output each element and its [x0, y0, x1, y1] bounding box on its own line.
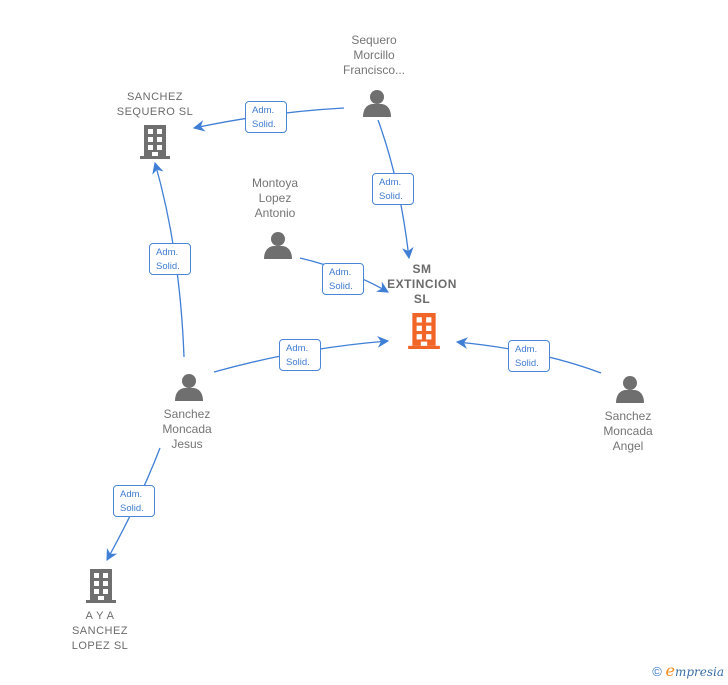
node-label-montoya-lopez[interactable]: Montoya Lopez Antonio — [251, 176, 299, 220]
edge-label: Adm. Solid. — [508, 340, 550, 372]
edge-label: Adm. Solid. — [372, 173, 414, 205]
edge-label-role: Adm. — [120, 489, 143, 500]
edge-label-role: Adm. — [329, 267, 352, 278]
node-label-sanchez-sequero[interactable]: SANCHEZ SEQUERO SL — [116, 91, 194, 118]
copyright-icon: © — [652, 664, 662, 679]
person-icon-sanchez-moncada-angel[interactable] — [616, 376, 644, 403]
edge-label: Adm. Solid. — [149, 243, 191, 275]
node-label-sanchez-moncada-jesus[interactable]: Sanchez Moncada Jesus — [162, 407, 212, 451]
edge-label-role-type: Solid. — [515, 358, 539, 369]
person-icon-sequero-morcillo[interactable] — [363, 90, 391, 117]
edge-label-role-type: Solid. — [120, 503, 144, 514]
footer-brand[interactable]: © empresia — [652, 661, 724, 680]
edge-label-role-type: Solid. — [286, 357, 310, 368]
building-icon-sanchez-sequero[interactable] — [140, 125, 170, 159]
edge-label-role-type: Solid. — [329, 281, 353, 292]
edge-label-role: Adm. — [286, 343, 309, 354]
node-label-sm-extincion[interactable]: SM EXTINCION SL — [387, 262, 457, 306]
edge-label: Adm. Solid. — [279, 339, 321, 371]
edge-label: Adm. Solid. — [245, 101, 287, 133]
node-label-aya-sanchez-lopez[interactable]: A Y A SANCHEZ LOPEZ SL — [71, 610, 129, 652]
brand-logo: empresia — [665, 661, 724, 680]
edge-label: Adm. Solid. — [113, 485, 155, 517]
person-icon-montoya-lopez[interactable] — [264, 232, 292, 259]
edge-label-role: Adm. — [156, 247, 179, 258]
edge-label-role: Adm. — [515, 344, 538, 355]
building-icon-aya-sanchez-lopez[interactable] — [86, 569, 116, 603]
edge-label-role-type: Solid. — [379, 191, 403, 202]
node-label-sanchez-moncada-angel[interactable]: Sanchez Moncada Angel — [603, 409, 653, 453]
edge-label-role-type: Solid. — [156, 261, 180, 272]
building-icon-sm-extincion[interactable] — [408, 313, 440, 349]
edge-label: Adm. Solid. — [322, 263, 364, 295]
node-label-sequero-morcillo[interactable]: Sequero Morcillo Francisco... — [342, 33, 405, 77]
edge-label-role: Adm. — [252, 105, 275, 116]
edge-label-role: Adm. — [379, 177, 402, 188]
person-icon-sanchez-moncada-jesus[interactable] — [175, 374, 203, 401]
edge-label-role-type: Solid. — [252, 119, 276, 130]
